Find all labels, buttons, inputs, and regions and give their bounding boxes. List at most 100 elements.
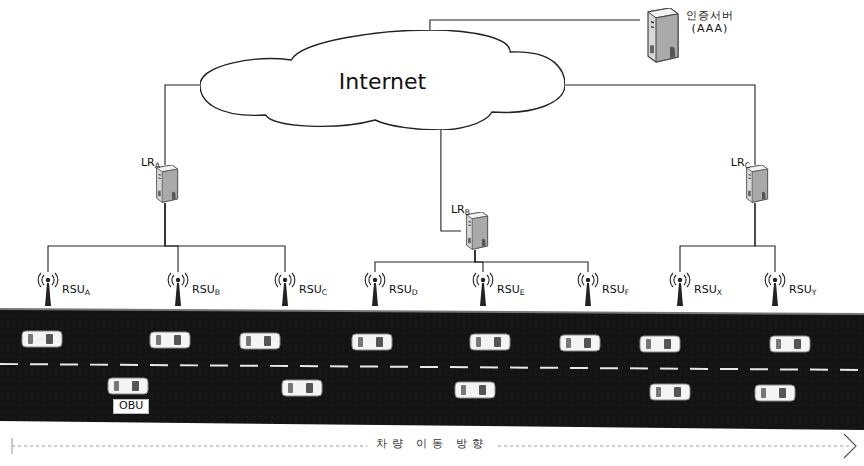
server-slot <box>651 26 654 28</box>
car-body <box>108 378 148 394</box>
car-rear-window <box>656 387 661 397</box>
antenna-icon <box>274 272 296 306</box>
server-drive <box>158 191 161 196</box>
server-disk <box>482 239 486 247</box>
car-windshield <box>584 338 591 348</box>
server-slot <box>749 177 751 179</box>
car <box>22 331 62 347</box>
car-windshield <box>46 334 53 344</box>
server-case <box>467 212 488 249</box>
network-link <box>755 203 775 272</box>
antenna-mast <box>282 283 288 306</box>
antenna-mast <box>175 283 181 306</box>
roadside-unit: RSUA <box>37 272 59 306</box>
antenna-icon <box>669 272 691 306</box>
roadside-unit: RSUF <box>577 272 599 306</box>
car <box>470 334 510 350</box>
local-router: LRA <box>151 165 179 203</box>
network-link <box>48 203 165 272</box>
antenna-icon <box>37 272 59 306</box>
server-side <box>472 216 487 249</box>
server-icon <box>640 8 680 63</box>
car-body <box>150 332 190 348</box>
roadside-unit: RSUY <box>764 272 786 306</box>
server-label: 인증서버 (AAA) <box>686 10 734 35</box>
car-rear-window <box>28 334 33 344</box>
car-rear-window <box>761 388 766 398</box>
road-edge <box>0 309 864 314</box>
car-body <box>755 385 795 401</box>
antenna-waves <box>473 273 493 287</box>
car-windshield <box>479 385 486 395</box>
car-windshield <box>174 335 181 345</box>
network-link <box>680 203 755 272</box>
antenna-waves <box>275 273 295 287</box>
cloud-outline <box>200 30 565 130</box>
car-windshield <box>779 388 786 398</box>
car-body <box>560 335 600 351</box>
direction-arrowhead <box>844 434 856 458</box>
roadside-unit: RSUE <box>472 272 494 306</box>
rsu-label: RSUF <box>602 284 629 298</box>
server-case <box>747 165 768 202</box>
car <box>150 332 190 348</box>
antenna-tip <box>176 278 180 282</box>
rsu-label: RSUX <box>694 284 722 298</box>
antenna-mast <box>585 283 591 306</box>
antenna-icon <box>472 272 494 306</box>
server-slot <box>651 21 654 23</box>
antenna-mast <box>772 283 778 306</box>
roadside-unit: RSUB <box>167 272 189 306</box>
rsu-label: RSUA <box>62 284 90 298</box>
server-slot <box>159 177 161 179</box>
router-label: LRC <box>731 157 750 171</box>
rsu-label: RSUD <box>389 284 418 298</box>
car <box>640 336 680 352</box>
network-link <box>375 250 475 272</box>
car-rear-window <box>156 335 161 345</box>
cloud-label: Internet <box>339 69 426 94</box>
router-label: LRB <box>451 204 470 218</box>
obu-label: OBU <box>113 399 149 414</box>
roadside-unit: RSUC <box>274 272 296 306</box>
server-drive <box>468 238 471 243</box>
server-side <box>752 169 767 202</box>
car-rear-window <box>246 336 251 346</box>
local-router: LRC <box>741 165 769 203</box>
server-disk <box>762 192 766 200</box>
server-slot <box>159 174 161 176</box>
car-body <box>282 380 322 396</box>
antenna-tip <box>46 278 50 282</box>
car-rear-window <box>358 337 363 347</box>
server-disk <box>172 192 176 200</box>
network-link <box>430 20 640 30</box>
antenna-tip <box>283 278 287 282</box>
server-case <box>648 8 678 62</box>
direction-label: 차량 이동 방향 <box>368 438 497 451</box>
car <box>352 334 392 350</box>
car <box>560 335 600 351</box>
car <box>240 333 280 349</box>
car-rear-window <box>476 337 481 347</box>
network-link <box>165 85 200 165</box>
antenna-tip <box>373 278 377 282</box>
network-link <box>165 203 178 272</box>
server-drive <box>650 45 654 53</box>
car <box>770 336 810 352</box>
router-label: LRA <box>141 157 160 171</box>
server-drive <box>748 191 751 196</box>
rsu-label: RSUE <box>497 284 525 298</box>
server-side <box>656 14 678 62</box>
car-windshield <box>264 336 271 346</box>
lane-line <box>0 364 864 370</box>
car-rear-window <box>776 339 781 349</box>
car-windshield <box>132 381 139 391</box>
car-body <box>455 382 495 398</box>
car-windshield <box>494 337 501 347</box>
car-windshield <box>376 337 383 347</box>
car <box>650 384 690 400</box>
car-body <box>640 336 680 352</box>
network-link <box>475 250 588 272</box>
internet-cloud-node: Internet <box>200 30 565 130</box>
antenna-mast <box>677 283 683 306</box>
